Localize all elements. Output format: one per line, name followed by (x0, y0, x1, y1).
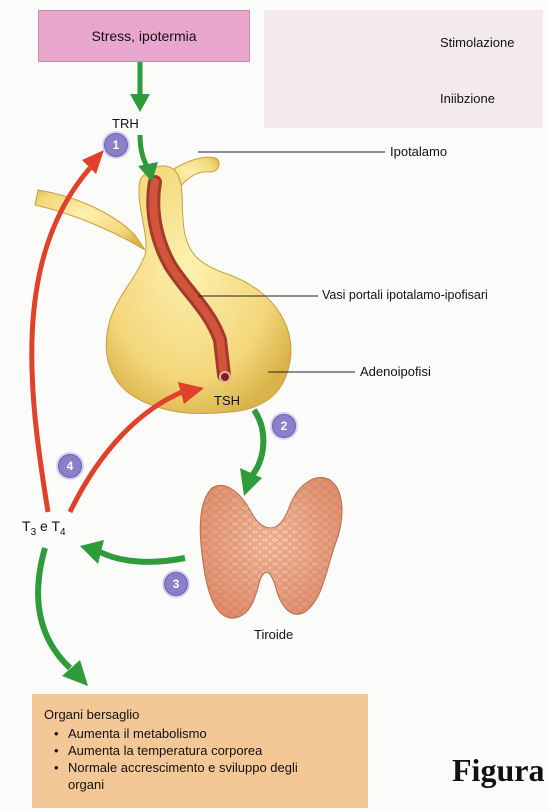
figure-caption: Figura (452, 752, 544, 789)
tsh-label: TSH (214, 393, 240, 408)
target-effect-item: Aumenta la temperatura corporea (62, 742, 356, 759)
step-2-badge: 2 (272, 414, 296, 438)
arrow-t3t4-to-targets (38, 548, 88, 686)
arrow-tsh-to-thyroid (240, 410, 263, 496)
target-organs-box: Organi bersaglio Aumenta il metabolismo … (32, 694, 368, 808)
target-effect-item: Aumenta il metabolismo (62, 725, 356, 742)
portal-vessels-label: Vasi portali ipotalamo-ipofisari (322, 288, 488, 302)
step-4-badge: 4 (58, 454, 82, 478)
stimulus-label: Stress, ipotermia (91, 28, 196, 44)
arrow-thyroid-to-t3t4 (80, 540, 185, 564)
thyroid-gland (200, 478, 342, 619)
t3-t4-label: T3 e T4 (22, 518, 66, 538)
target-effects-list: Aumenta il metabolismo Aumenta la temper… (44, 725, 356, 793)
target-organs-title: Organi bersaglio (44, 706, 356, 723)
trh-label: TRH (112, 116, 139, 131)
target-effect-item: Normale accrescimento e sviluppo degli o… (62, 759, 318, 793)
adenohypophysis-label: Adenoipofisi (360, 364, 431, 379)
legend-inhibition-label: Iniibzione (440, 91, 495, 106)
step-1-badge: 1 (104, 133, 128, 157)
stimulus-box: Stress, ipotermia (38, 10, 250, 62)
arrow-stress-to-trh (130, 62, 150, 112)
step-3-badge: 3 (164, 572, 188, 596)
thyroid-label: Tiroide (254, 627, 293, 642)
arrow-t3t4-inhibits-pituitary (70, 382, 204, 512)
legend: Stimolazione Iniibzione (264, 10, 543, 128)
legend-stimulation-label: Stimolazione (440, 35, 514, 50)
hypothalamus-label: Ipotalamo (390, 144, 447, 159)
pituitary-gland (35, 157, 291, 413)
